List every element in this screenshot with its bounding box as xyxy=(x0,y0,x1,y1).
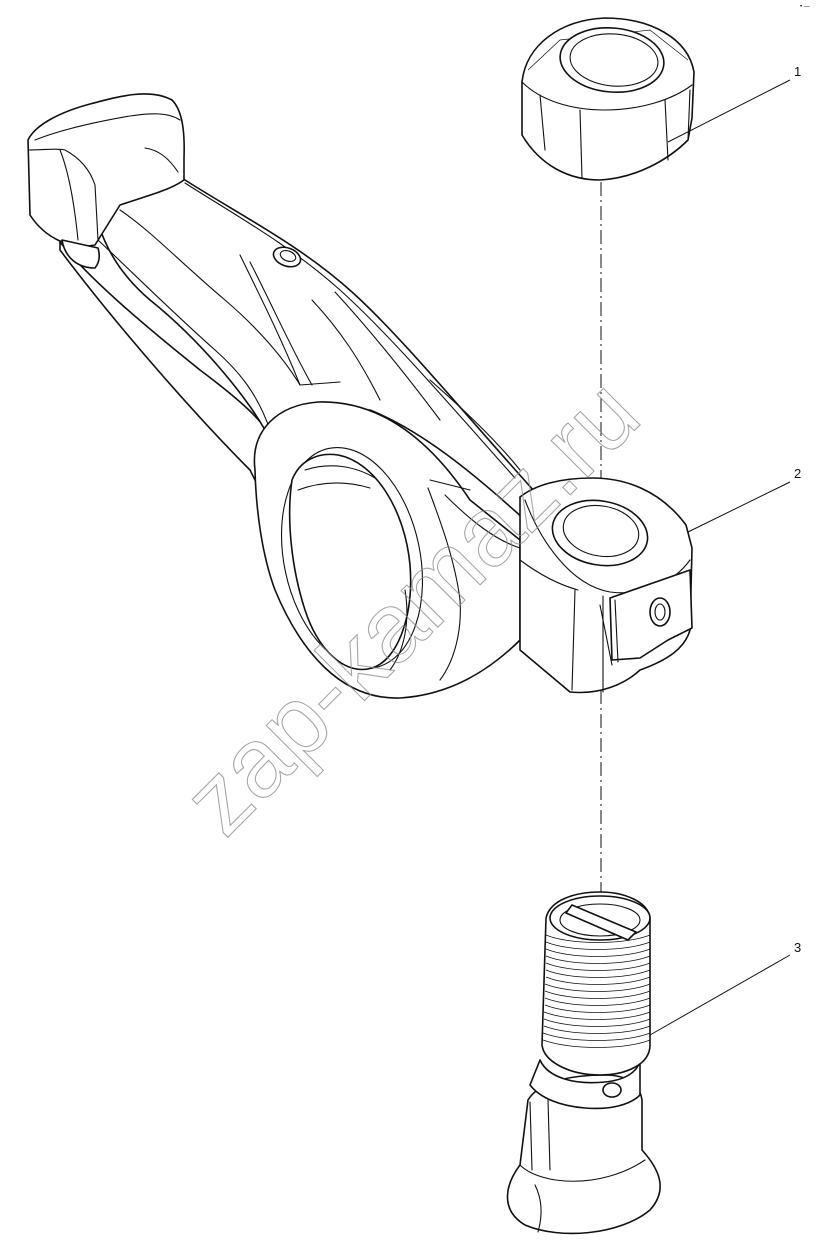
callout-number-2: 2 xyxy=(794,466,801,481)
rocker-arm[interactable] xyxy=(27,93,693,699)
callout-2: 2 xyxy=(687,466,801,533)
callout-number-3: 3 xyxy=(794,940,801,955)
screw-threads xyxy=(542,934,651,1048)
adjusting-screw[interactable] xyxy=(506,891,661,1235)
callout-3: 3 xyxy=(649,940,801,1036)
callout-1: 1 xyxy=(667,64,801,143)
hex-nut[interactable] xyxy=(521,17,695,181)
callout-number-1: 1 xyxy=(794,64,801,79)
corner-mark: • — xyxy=(800,4,810,10)
